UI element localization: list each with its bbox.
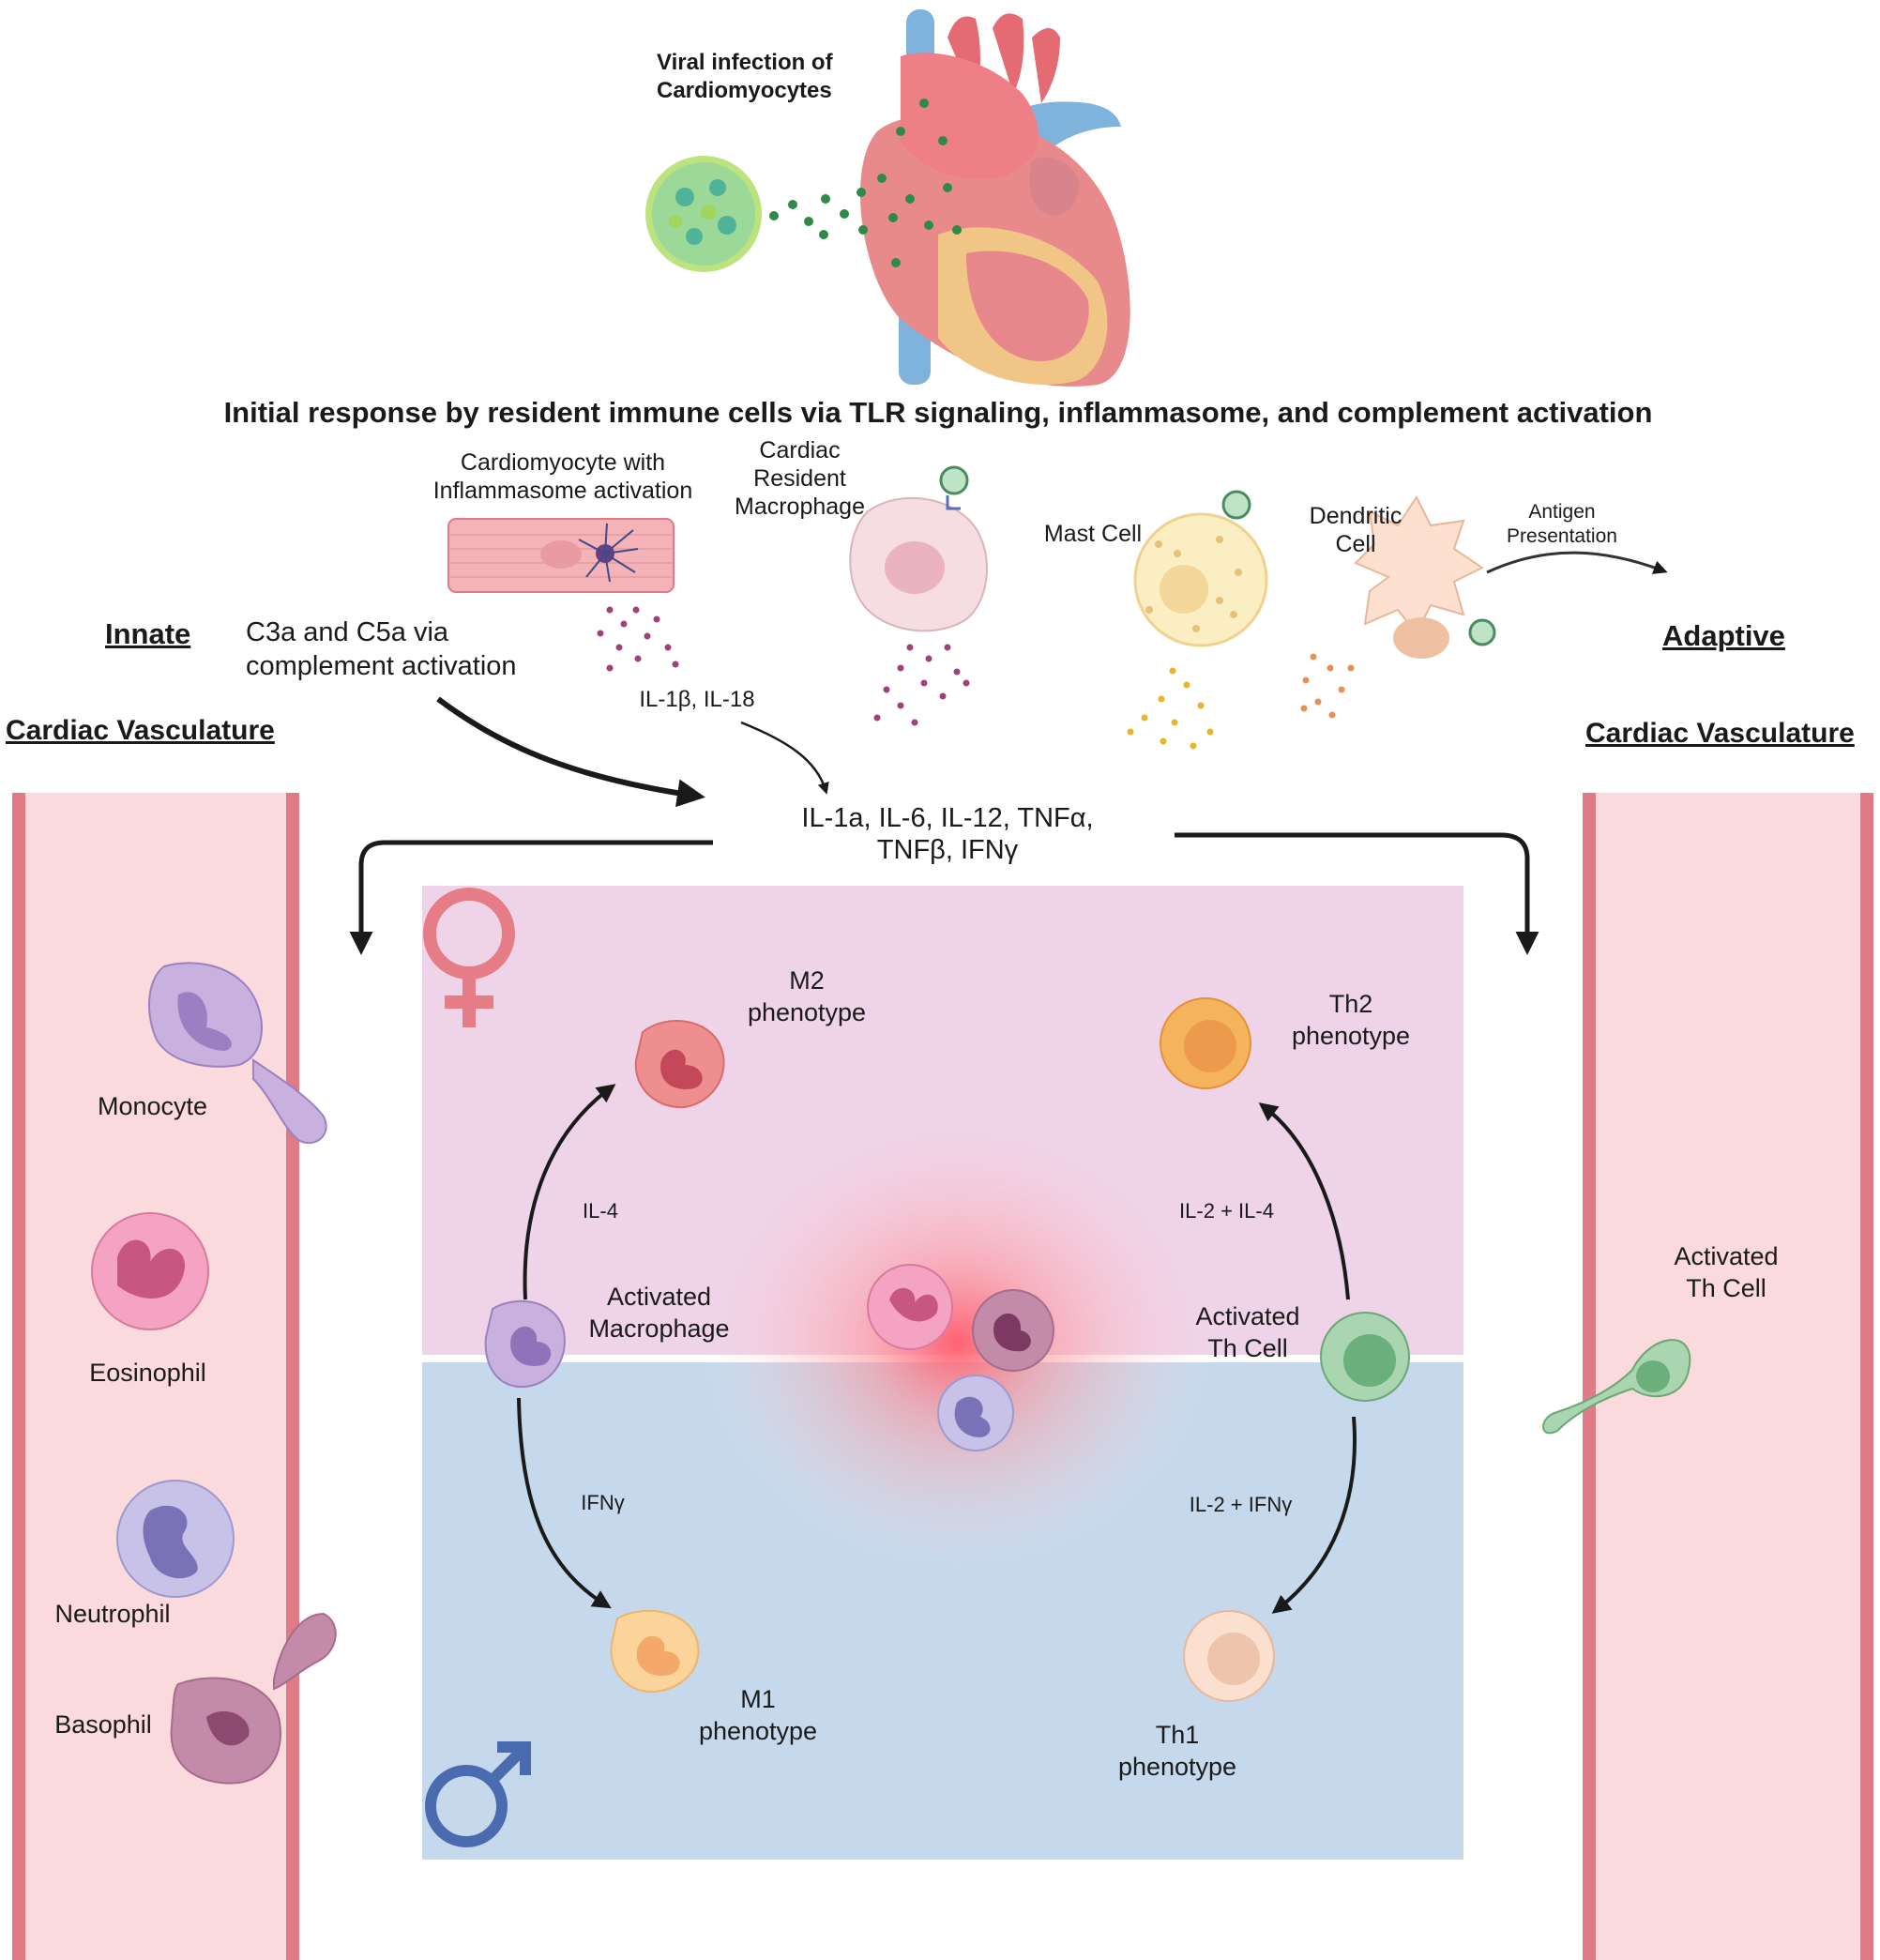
resident-macrophage-cell	[849, 465, 988, 632]
vessel-th-cell	[1542, 1339, 1691, 1435]
vessel-activated-th-label: Activated Th Cell	[1674, 1242, 1779, 1302]
eosinophil-cell	[91, 1212, 209, 1330]
initial-response-title: Initial response by resident immune cell…	[223, 396, 1653, 429]
vasculature-right-label: Cardiac Vasculature	[1585, 718, 1855, 749]
neutrophil-cell	[116, 1480, 235, 1598]
activated-macrophage-label: Activated Macrophage	[588, 1283, 730, 1343]
viral-infection-label: Viral infection of Cardiomyocytes	[657, 50, 833, 103]
th2-label: Th2 phenotype	[1291, 990, 1411, 1050]
resident-macrophage-label: Cardiac Resident Macrophage	[735, 437, 865, 520]
monocyte-cell	[148, 962, 327, 1145]
cardiomyocyte-cell	[447, 518, 675, 593]
ifng-label: IFNγ	[581, 1491, 625, 1514]
male-symbol-icon	[425, 1741, 531, 1847]
cytokines-label: IL-1a, IL-6, IL-12, TNFα, TNFβ, IFNγ	[801, 803, 1094, 865]
complement-label: C3a and C5a via complement activation	[246, 617, 517, 681]
central-neutrophil-cell	[937, 1375, 1014, 1451]
il2-ifng-label: IL-2 + IFNγ	[1189, 1493, 1293, 1516]
m2-label: M2 phenotype	[747, 966, 867, 1026]
central-eosinophil-cell	[867, 1264, 953, 1350]
innate-label: Innate	[105, 617, 191, 650]
basophil-cell	[170, 1612, 337, 1785]
m2-macrophage-cell	[634, 1020, 725, 1109]
activated-macrophage-cell	[484, 1299, 566, 1389]
activated-th-cell-label: Activated Th Cell	[1195, 1302, 1300, 1362]
th2-cell	[1160, 997, 1251, 1089]
monocyte-label: Monocyte	[97, 1092, 208, 1120]
eosinophil-label: Eosinophil	[89, 1359, 206, 1387]
adaptive-label: Adaptive	[1662, 619, 1785, 652]
il4-label: IL-4	[583, 1199, 618, 1223]
basophil-label: Basophil	[54, 1710, 152, 1739]
female-symbol-icon	[423, 888, 515, 1027]
activated-th-cell	[1320, 1312, 1410, 1402]
mast-cell	[1133, 490, 1268, 647]
neutrophil-label: Neutrophil	[54, 1600, 171, 1628]
vasculature-left-label: Cardiac Vasculature	[6, 715, 275, 746]
antigen-presentation-label: Antigen Presentation	[1507, 501, 1617, 547]
m1-label: M1 phenotype	[698, 1685, 818, 1745]
dendritic-cell	[1354, 495, 1496, 659]
central-basophil-cell	[972, 1289, 1054, 1372]
cardiomyocyte-label: Cardiomyocyte with Inflammasome activati…	[432, 449, 693, 504]
mast-cell-label: Mast Cell	[1043, 521, 1143, 547]
inflammation-glow	[704, 1117, 1210, 1567]
il1b-il18-label: IL-1β, IL-18	[639, 687, 755, 712]
heart-icon	[859, 9, 1130, 387]
th1-cell	[1183, 1610, 1275, 1702]
m1-macrophage-cell	[610, 1609, 700, 1694]
il2-il4-label: IL-2 + IL-4	[1179, 1199, 1274, 1223]
th1-label: Th1 phenotype	[1117, 1721, 1237, 1781]
virus-icon	[645, 156, 762, 272]
dendritic-cell-label: Dendritic Cell	[1309, 503, 1402, 557]
